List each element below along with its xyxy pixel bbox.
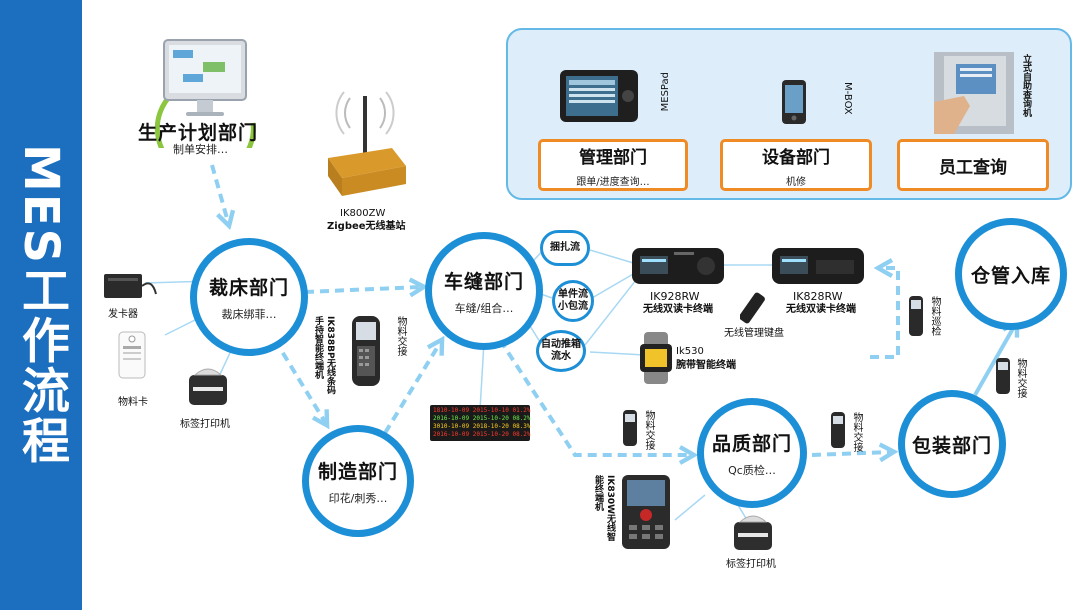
planning-title: 生产计划部门 xyxy=(138,122,259,144)
arrow-cutting-manufacturing xyxy=(273,338,325,422)
mgmt-title: 管理部门 xyxy=(579,147,647,168)
arrow-planning-cutting xyxy=(210,164,228,222)
cutting-title: 裁床部门 xyxy=(208,276,289,299)
led-row-3: 3010-10-09 2018-10-20 08.3% xyxy=(433,423,531,430)
wireless-base-station-icon xyxy=(320,78,410,208)
ik838bp-label: IK838BP无线条码手持智能终端机 xyxy=(313,316,335,395)
sidebar-title: MES工作流程 xyxy=(13,144,69,466)
arrow-sewing-quality xyxy=(498,338,690,455)
kiosk-label: 立式自助查询机 xyxy=(1021,54,1031,117)
manufacturing-subtitle: 印花/刺秀… xyxy=(328,491,388,505)
handheld-quality-icon xyxy=(622,410,638,446)
patrol-handheld-icon xyxy=(908,296,924,336)
node-cutting[interactable]: 裁床部门 裁床绑菲… xyxy=(190,238,308,356)
mode-bundle[interactable]: 捆扎流 xyxy=(540,230,590,266)
handheld-warehouse-icon xyxy=(995,358,1011,394)
arrow-cutting-sewing xyxy=(304,287,420,292)
ik928rw-model: IK928RW xyxy=(650,290,700,303)
mode-single-label: 单件流小包流 xyxy=(558,289,588,312)
label-printer-2-icon xyxy=(730,512,776,552)
management-panel: MESPad M-BOX 立式自助查询机 管理部门 跟单/进度查询… 设备部门 … xyxy=(506,28,1072,200)
node-packing[interactable]: 包装部门 xyxy=(898,390,1006,498)
arrow-manufacturing-sewing xyxy=(383,343,440,435)
handheld-terminal-icon xyxy=(350,316,382,386)
tablet-icon xyxy=(560,70,638,122)
node-manufacturing[interactable]: 制造部门 印花/刺秀… xyxy=(302,425,414,537)
card-issuer-icon xyxy=(100,268,160,302)
ik530-model: Ik530 xyxy=(676,346,704,357)
dual-card-terminal-2-icon xyxy=(772,246,864,286)
ik530-desc: 腕带智能终端 xyxy=(676,360,736,371)
quality-subtitle: Qc质检… xyxy=(728,463,776,477)
arrow-quality-packing xyxy=(811,452,890,455)
mgmt-subtitle: 跟单/进度查询… xyxy=(576,176,650,188)
quality-title: 品质部门 xyxy=(711,432,792,455)
handover4-label: 物料交接 xyxy=(1015,358,1026,398)
handover1-label: 物料交接 xyxy=(395,316,406,356)
arrow-ik530-warehouse xyxy=(870,268,900,359)
equip-box[interactable]: 设备部门 机修 xyxy=(720,139,872,191)
staff-box[interactable]: 员工查询 xyxy=(897,139,1049,191)
led-display-board: 1810-10-09 2015-10-10 01.2% 2016-10-09 2… xyxy=(430,405,531,441)
mode-auto[interactable]: 自动推箱流水 xyxy=(536,330,586,372)
card-issuer-label: 发卡器 xyxy=(108,309,138,320)
handover3-label: 物料交接 xyxy=(851,412,862,452)
kiosk-icon xyxy=(934,52,1014,134)
phone-icon xyxy=(782,80,806,124)
ik828rw-model: IK828RW xyxy=(793,290,843,303)
mgmt-box[interactable]: 管理部门 跟单/进度查询… xyxy=(538,139,688,191)
cutting-subtitle: 裁床绑菲… xyxy=(221,307,277,321)
node-sewing[interactable]: 车缝部门 车缝/组合… xyxy=(425,232,543,350)
arrow-packing-warehouse xyxy=(973,325,1015,396)
keypad-label: 无线管理键盘 xyxy=(724,328,784,339)
planning-subtitle: 制单安排… xyxy=(173,143,228,156)
sewing-subtitle: 车缝/组合… xyxy=(454,301,514,315)
handheld-packing-icon xyxy=(830,412,846,448)
label-printer-label: 标签打印机 xyxy=(180,419,230,430)
equip-title: 设备部门 xyxy=(762,147,830,168)
manufacturing-title: 制造部门 xyxy=(317,460,398,483)
warehouse-title: 仓管入库 xyxy=(970,264,1051,287)
led-row-4: 2016-10-09 2015-10-20 08.2% xyxy=(433,431,531,438)
sidebar: MES工作流程 xyxy=(0,0,82,610)
sewing-title: 车缝部门 xyxy=(443,270,524,293)
ik828rw-desc: 无线双读卡终端 xyxy=(786,304,856,315)
label-printer-icon xyxy=(185,365,231,407)
dual-card-terminal-icon xyxy=(632,246,724,286)
mode-bundle-label: 捆扎流 xyxy=(550,242,580,253)
mbox-label: M-BOX xyxy=(842,82,853,115)
remote-keypad-icon xyxy=(739,290,776,326)
ik928rw-desc: 无线双读卡终端 xyxy=(643,304,713,315)
mode-auto-label: 自动推箱流水 xyxy=(541,339,581,362)
equip-subtitle: 机修 xyxy=(786,176,806,188)
wristband-terminal-icon xyxy=(640,332,672,384)
smart-terminal-icon xyxy=(622,475,670,549)
mespad-label: MESPad xyxy=(660,72,671,112)
led-row-2: 2016-10-09 2015-10-20 08.2% xyxy=(433,415,531,422)
handover2-label: 物料交接 xyxy=(643,410,654,450)
staff-title: 员工查询 xyxy=(939,157,1007,178)
node-quality[interactable]: 品质部门 Qc质检… xyxy=(697,398,807,508)
ik830w-label: IK830W无线智能终端机 xyxy=(593,475,615,542)
material-card-label: 物料卡 xyxy=(118,397,148,408)
base-station-desc: Zigbee无线基站 xyxy=(327,221,406,232)
patrol-label: 物料巡检 xyxy=(929,296,940,336)
led-row-1: 1810-10-09 2015-10-10 01.2% xyxy=(433,407,531,414)
mode-single[interactable]: 单件流小包流 xyxy=(552,280,594,322)
packing-title: 包装部门 xyxy=(911,434,992,457)
label-printer-2-label: 标签打印机 xyxy=(726,559,776,570)
node-warehouse[interactable]: 仓管入库 xyxy=(955,218,1067,330)
sidebar-title-wrap: MES工作流程 xyxy=(0,0,82,610)
material-card-icon xyxy=(117,330,147,380)
base-station-model: IK800ZW xyxy=(340,208,386,219)
